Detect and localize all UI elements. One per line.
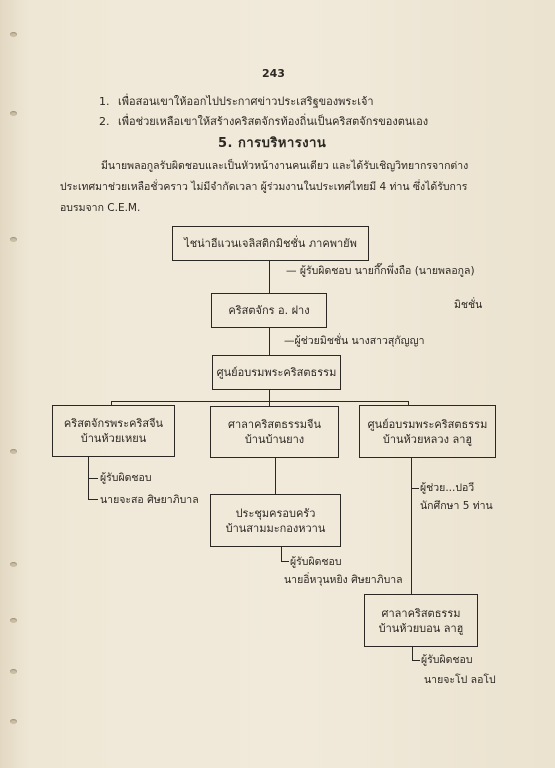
org-box-label: บ้านสามมะกองหวาน — [225, 521, 326, 535]
org-box-label: บ้านห้วยบอน ลาฮู — [378, 621, 464, 635]
binder-hole — [10, 32, 17, 37]
binder-hole — [10, 111, 17, 116]
connector-line — [281, 547, 283, 562]
paragraph-line: มีนายพลอกูลรับผิดชอบและเป็นหัวหน้างานคนเ… — [101, 160, 469, 172]
connector-line — [269, 261, 271, 293]
org-box-label: ศูนย์อบรมพระคริสตธรรม — [216, 366, 337, 379]
org-note: นายจะโป ลอโป — [424, 674, 496, 686]
connector-line — [275, 458, 277, 494]
paragraph-line: ประเทศมาช่วยเหลือชั่วคราว ไม่มีจำกัดเวลา… — [60, 181, 468, 193]
connector-line — [411, 577, 413, 594]
org-note: — ผู้รับผิดชอบ นายกึ๊กพึ่งถือ (นายพลอกูล… — [286, 265, 475, 277]
org-box-branch-left: คริสตจักรพระคริสจีน บ้านห้วยเหยน — [52, 405, 175, 457]
connector-line — [281, 561, 289, 563]
connector-line — [111, 401, 409, 403]
connector-line — [269, 328, 271, 355]
binder-hole — [10, 237, 17, 242]
org-note: นายจะสอ ศิษยาภิบาล — [100, 494, 199, 506]
connector-line — [412, 660, 420, 662]
binder-hole — [10, 669, 17, 674]
org-box-church: คริสตจักร อ. ฝาง — [211, 293, 327, 328]
connector-line — [412, 647, 414, 661]
connector-line — [411, 488, 419, 490]
connector-line — [111, 401, 113, 405]
org-box-label: ศาลาคริสตธรรม — [381, 606, 461, 620]
section-heading: 5. การบริหารงาน — [218, 136, 327, 151]
org-box-label: บ้านบ้านยาง — [244, 433, 305, 446]
connector-line — [88, 478, 98, 480]
org-box-label: ไชน่าอีแวนเจลิสติกมิชชั่น ภาคพายัพ — [184, 237, 357, 250]
org-note: ผู้รับผิดชอบ — [100, 472, 152, 484]
connector-line — [269, 390, 271, 401]
org-note: นักศึกษา 5 ท่าน — [420, 500, 493, 512]
org-box-label: ศาลาคริสตธรรมจีน — [228, 418, 321, 431]
org-note: นายอิ่หวุนหยิง ศิษยาภิบาล — [284, 574, 403, 586]
binder-hole — [10, 562, 17, 567]
org-box-label: ประชุมครอบครัว — [235, 506, 316, 520]
org-note: มิชชั่น — [454, 299, 483, 311]
binder-hole — [10, 449, 17, 454]
org-box-branch-middle: ศาลาคริสตธรรมจีน บ้านบ้านยาง — [210, 406, 339, 458]
org-box-label: คริสตจักรพระคริสจีน — [63, 417, 164, 430]
connector-line — [269, 401, 271, 406]
org-note: ผู้รับผิดชอบ — [290, 556, 342, 568]
connector-line — [408, 401, 410, 405]
binder-hole — [10, 719, 17, 724]
org-note: ผู้รับผิดชอบ — [421, 654, 473, 666]
connector-line — [88, 499, 98, 501]
paragraph-line: อบรมจาก C.E.M. — [60, 202, 141, 214]
org-box-label: บ้านห้วยเหยน — [80, 432, 147, 445]
purpose-text: เพื่อสอนเขาให้ออกไปประกาศข่าวประเสริฐของ… — [118, 95, 374, 108]
org-box-label: คริสตจักร อ. ฝาง — [228, 304, 310, 317]
page-number: 243 — [262, 67, 285, 80]
org-box-label: ศูนย์อบรมพระคริสตธรรม — [367, 417, 488, 431]
org-box-family-meeting: ประชุมครอบครัว บ้านสามมะกองหวาน — [210, 494, 341, 547]
org-box-root: ไชน่าอีแวนเจลิสติกมิชชั่น ภาคพายัพ — [172, 226, 369, 261]
org-box-branch-right: ศูนย์อบรมพระคริสตธรรม บ้านห้วยหลวง ลาฮู — [359, 405, 496, 458]
org-box-label: บ้านห้วยหลวง ลาฮู — [382, 432, 473, 446]
org-note: —ผู้ช่วยมิชชั่น นางสาวสุกัญญา — [284, 335, 425, 347]
binder-hole — [10, 618, 17, 623]
org-note: ผู้ช่วย...ปอวี — [420, 482, 475, 494]
purpose-number: 2. — [99, 115, 110, 128]
purpose-number: 1. — [99, 95, 110, 108]
org-box-training-center: ศูนย์อบรมพระคริสตธรรม — [212, 355, 341, 390]
connector-line — [411, 458, 413, 577]
purpose-text: เพื่อช่วยเหลือเขาให้สร้างคริสตจักรท้องถิ… — [118, 115, 429, 128]
org-box-lahu-hall: ศาลาคริสตธรรม บ้านห้วยบอน ลาฮู — [364, 594, 478, 647]
